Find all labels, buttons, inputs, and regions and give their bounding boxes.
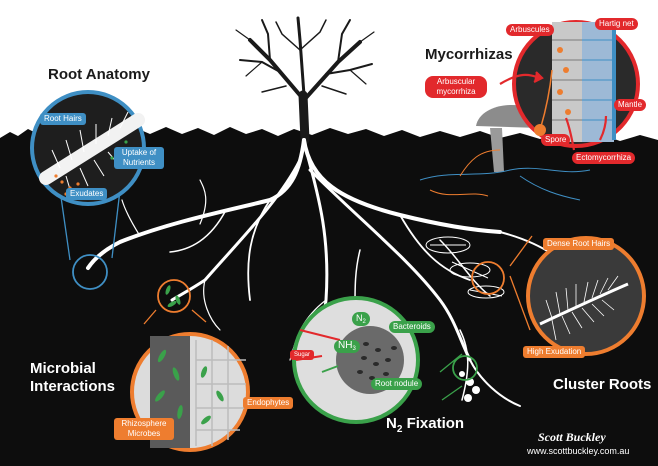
label-sugar: Sugar: [290, 350, 315, 360]
uptake-line2: Nutrients: [122, 158, 155, 167]
label-arbuscules: Arbuscules: [506, 24, 554, 36]
label-high-exudation: High Exudation: [523, 346, 586, 358]
label-root-nodule: Root nodule: [371, 378, 423, 390]
n2-source-circle: [452, 355, 478, 381]
title-n2-fixation: N2 Fixation: [386, 415, 465, 435]
label-dense-root-hairs: Dense Root Hairs: [543, 238, 615, 250]
n2-fixation-inset: [292, 296, 420, 424]
label-n2-molecule: N2: [352, 312, 370, 326]
connector-lines: [59, 189, 533, 401]
credit-signature: Scott Buckley: [538, 430, 606, 444]
label-endophytes: Endophytes: [243, 397, 294, 409]
root-anatomy-source-circle: [72, 254, 108, 290]
nh3-sub: 3: [352, 346, 356, 352]
microbial-source-circle: [157, 279, 191, 313]
fungal-hyphae: [419, 149, 591, 201]
label-root-hairs: Root Hairs: [40, 113, 86, 125]
label-hartig-net: Hartig net: [595, 18, 638, 30]
uptake-line1: Uptake of: [121, 148, 157, 157]
label-exudates: Exudates: [66, 188, 108, 200]
n2-title-subscript: 2: [396, 424, 403, 435]
title-cluster-roots: Cluster Roots: [553, 376, 652, 393]
title-microbial-line1: Microbial: [30, 360, 96, 377]
n2-molecule-n: N: [356, 313, 363, 323]
title-microbial-line2: Interactions: [30, 378, 116, 395]
label-mantle: Mantle: [614, 99, 647, 111]
title-mycorrhizas: Mycorrhizas: [425, 46, 513, 63]
tree-canopy: [235, 16, 375, 145]
cluster-roots-inset: [526, 236, 646, 356]
arbuscular-line2: mycorrhiza: [436, 87, 476, 96]
n2-title-n: N: [386, 415, 397, 432]
rhizosphere-line2: Microbes: [127, 429, 161, 438]
label-spore: Spore: [541, 134, 571, 146]
cluster-source-circle: [471, 261, 505, 295]
mycorrhiza-arrows: [499, 71, 608, 151]
label-bacteroids: Bacteroids: [389, 321, 435, 333]
label-nh3: NH3: [334, 340, 360, 353]
title-root-anatomy: Root Anatomy: [48, 66, 150, 83]
mycorrhizas-inset: [512, 20, 640, 148]
label-ectomycorrhiza: Ectomycorrhiza: [572, 152, 636, 164]
arbuscular-line1: Arbuscular: [436, 77, 476, 86]
n2-title-rest: Fixation: [402, 415, 465, 432]
rhizosphere-line1: Rhizosphere: [121, 419, 167, 428]
n2-molecule-sub: 2: [362, 319, 366, 325]
credit-url: www.scottbuckley.com.au: [527, 446, 630, 456]
nh3-nh: NH: [338, 340, 353, 351]
